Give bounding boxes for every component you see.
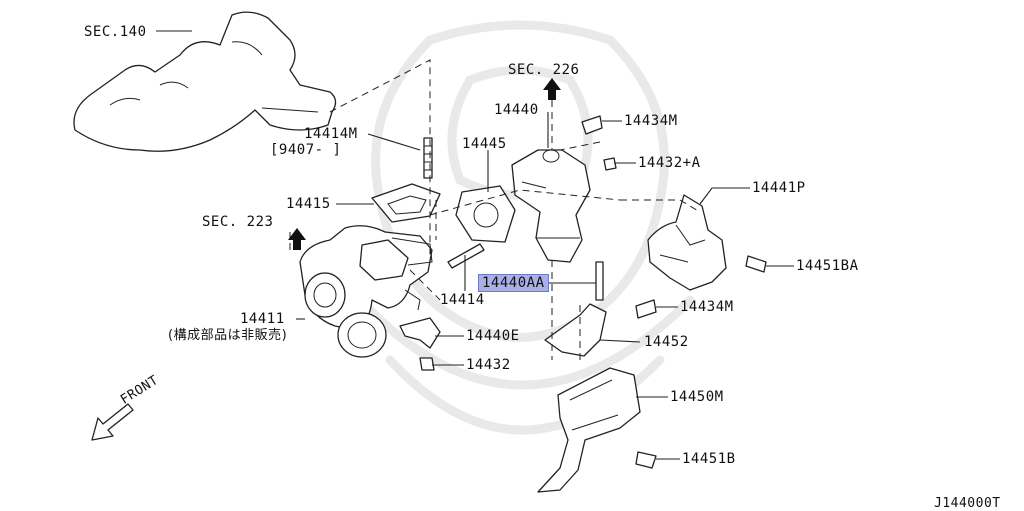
- part-14440e-label: 14440E: [466, 328, 520, 344]
- diagram-code-label: J144000T: [934, 496, 1001, 511]
- front-arrow-shape: [91, 403, 134, 441]
- part-14445-label: 14445: [462, 136, 507, 152]
- sec-223-label: SEC. 223: [202, 214, 274, 230]
- bracket-14440e-shape: [399, 317, 441, 349]
- part-14432a-label: 14432+A: [638, 155, 701, 171]
- part-14411-note: (構成部品は非販売): [168, 328, 288, 343]
- stud-bolts-shape: [423, 137, 604, 301]
- gasket-14445-shape: [455, 185, 516, 243]
- part-14415-label: 14415: [286, 196, 331, 212]
- part-14440-label: 14440: [494, 102, 539, 118]
- part-14414m-label: 14414M: [304, 126, 358, 142]
- part-14434m-top-label: 14434M: [624, 113, 678, 129]
- part-14434m-mid-label: 14434M: [680, 299, 734, 315]
- part-14452-label: 14452: [644, 334, 689, 350]
- part-14432-label: 14432: [466, 357, 511, 373]
- heat-insulator-14450m-shape: [537, 367, 641, 493]
- part-14451ba-label: 14451BA: [796, 258, 859, 274]
- gasket-14415-shape: [371, 183, 441, 223]
- part-14441p-label: 14441P: [752, 180, 806, 196]
- exhaust-manifold-shape: [73, 11, 337, 152]
- sec-140-label: SEC.140: [84, 24, 147, 40]
- sec-226-label: SEC. 226: [508, 62, 580, 78]
- leader-lines: [156, 30, 794, 460]
- part-14414m-note: [9407- ]: [270, 142, 342, 158]
- heat-insulator-14441p-shape: [647, 194, 727, 291]
- assembly-dashed-lines: [289, 59, 701, 360]
- exhaust-outlet-shape: [511, 149, 591, 263]
- watermark-emblem: [355, 20, 695, 435]
- fasteners-shape: [419, 115, 767, 469]
- part-14451b-label: 14451B: [682, 451, 736, 467]
- part-14440aa-label-highlighted[interactable]: 14440AA: [478, 274, 549, 292]
- part-14450m-label: 14450M: [670, 389, 724, 405]
- turbocharger-shape: [299, 225, 433, 358]
- bracket-14452-shape: [544, 303, 607, 357]
- part-14411-label: 14411: [240, 311, 285, 327]
- part-14414-label: 14414: [440, 292, 485, 308]
- direction-arrows: [288, 78, 561, 250]
